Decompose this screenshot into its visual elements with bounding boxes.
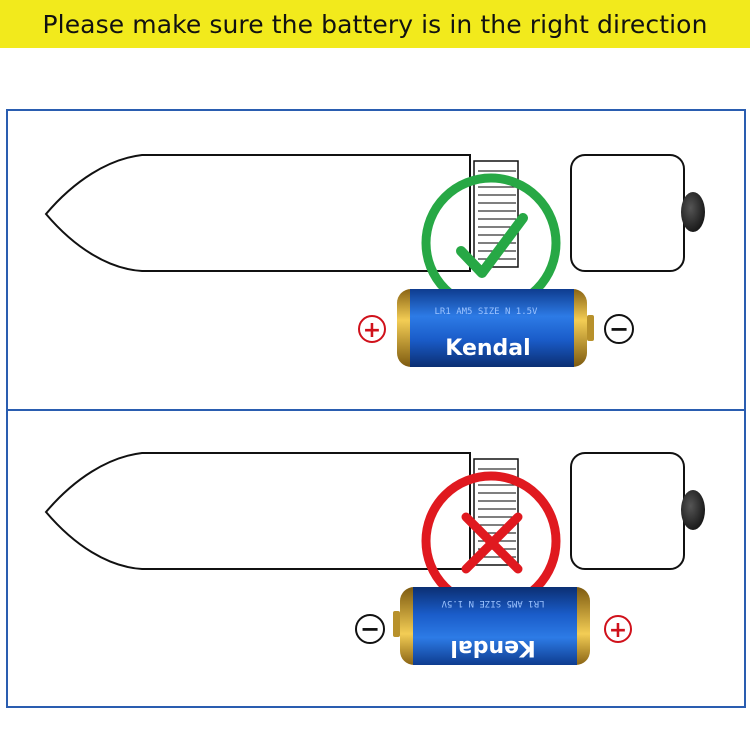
battery: Kendal LR1 AM5 SIZE N 1.5V bbox=[393, 587, 590, 665]
battery: LR1 AM5 SIZE N 1.5V Kendal bbox=[397, 289, 594, 367]
left-terminal-sign: − bbox=[360, 615, 380, 643]
plus-terminal-icon: + bbox=[604, 615, 632, 643]
right-terminal-sign: + bbox=[609, 618, 627, 643]
right-terminal-sign: − bbox=[609, 315, 629, 343]
correct-orientation-panel: LR1 AM5 SIZE N 1.5V Kendal + − bbox=[6, 109, 746, 411]
device-button bbox=[681, 490, 705, 530]
device-end-cap bbox=[570, 154, 685, 272]
battery-print: LR1 AM5 SIZE N 1.5V bbox=[441, 598, 545, 608]
instruction-text: Please make sure the battery is in the r… bbox=[42, 9, 708, 39]
plus-terminal-icon: + bbox=[358, 315, 386, 343]
device-body bbox=[44, 154, 471, 272]
minus-terminal-icon: − bbox=[355, 614, 385, 644]
minus-terminal-icon: − bbox=[604, 314, 634, 344]
device-body bbox=[44, 452, 471, 570]
device-end-cap bbox=[570, 452, 685, 570]
device-button bbox=[681, 192, 705, 232]
instruction-banner: Please make sure the battery is in the r… bbox=[0, 0, 750, 48]
battery-print: LR1 AM5 SIZE N 1.5V bbox=[435, 307, 539, 317]
wrong-orientation-illustration: Kendal LR1 AM5 SIZE N 1.5V − + bbox=[44, 452, 705, 665]
battery-brand: Kendal bbox=[450, 635, 535, 660]
left-terminal-sign: + bbox=[363, 318, 381, 343]
battery-brand: Kendal bbox=[445, 336, 530, 361]
wrong-orientation-panel: Kendal LR1 AM5 SIZE N 1.5V − + bbox=[6, 409, 746, 708]
correct-orientation-illustration: LR1 AM5 SIZE N 1.5V Kendal + − bbox=[44, 154, 705, 367]
